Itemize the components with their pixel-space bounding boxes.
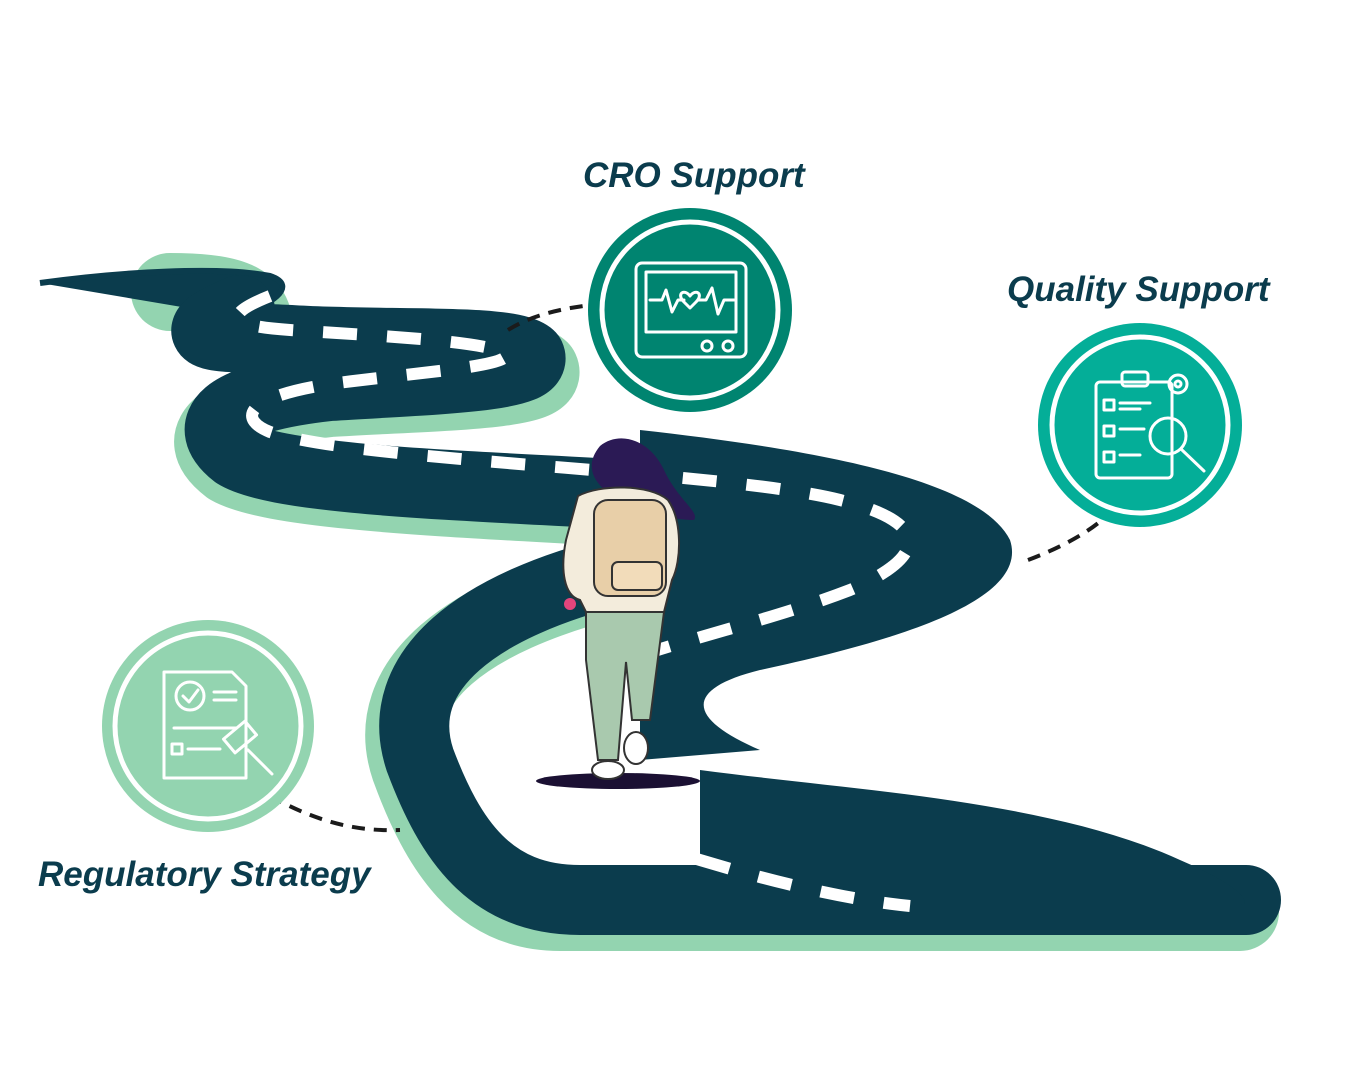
walking-person-with-backpack-icon (536, 438, 700, 789)
figure-left-shoe (591, 760, 625, 780)
regulatory-badge-ring (112, 630, 304, 822)
road-path (171, 275, 1281, 935)
regulatory-strategy-label: Regulatory Strategy (38, 855, 371, 894)
cro-badge-ring (599, 219, 781, 401)
quality-support-badge (1038, 323, 1242, 527)
figure-shadow (536, 773, 700, 789)
regulatory-badge-circle (102, 620, 314, 832)
lane-markings (232, 290, 915, 912)
cro-support-badge (588, 208, 792, 412)
certificate-gavel-icon (162, 670, 274, 780)
figure-right-shoe (623, 731, 649, 765)
cro-badge-circle (588, 208, 792, 412)
connector-cro (506, 302, 601, 332)
figure-hair (591, 438, 696, 520)
regulatory-strategy-badge (102, 620, 314, 832)
quality-support-label: Quality Support (1007, 270, 1270, 309)
heart-monitor-icon (634, 261, 748, 359)
connector-regulatory (269, 794, 401, 833)
clipboard-magnifier-icon (1094, 370, 1206, 480)
quality-badge-circle (1038, 323, 1242, 527)
road (39, 267, 1281, 935)
quality-badge-ring (1049, 334, 1231, 516)
figure-hand (564, 598, 576, 610)
cro-support-label: CRO Support (583, 156, 805, 195)
figure-backpack-pocket (611, 561, 663, 591)
figure-legs (585, 611, 666, 761)
road-bottom-widening (700, 770, 1245, 905)
